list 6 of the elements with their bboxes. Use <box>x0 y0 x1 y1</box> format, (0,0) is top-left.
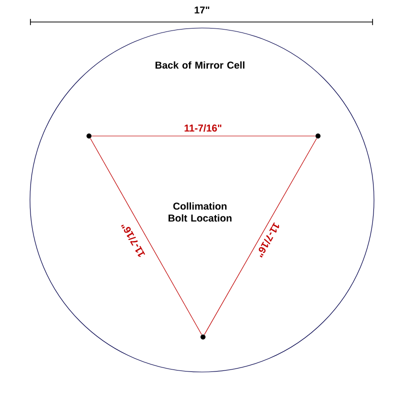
dimension-edge <box>204 138 317 335</box>
dimension-edge <box>90 138 202 335</box>
cell-label: Back of Mirror Cell <box>156 61 244 69</box>
cell-label: Collimation Bolt Location <box>168 202 232 222</box>
edge-label: 11-7/16" <box>183 123 223 133</box>
dimension-label: 17" <box>194 6 210 14</box>
